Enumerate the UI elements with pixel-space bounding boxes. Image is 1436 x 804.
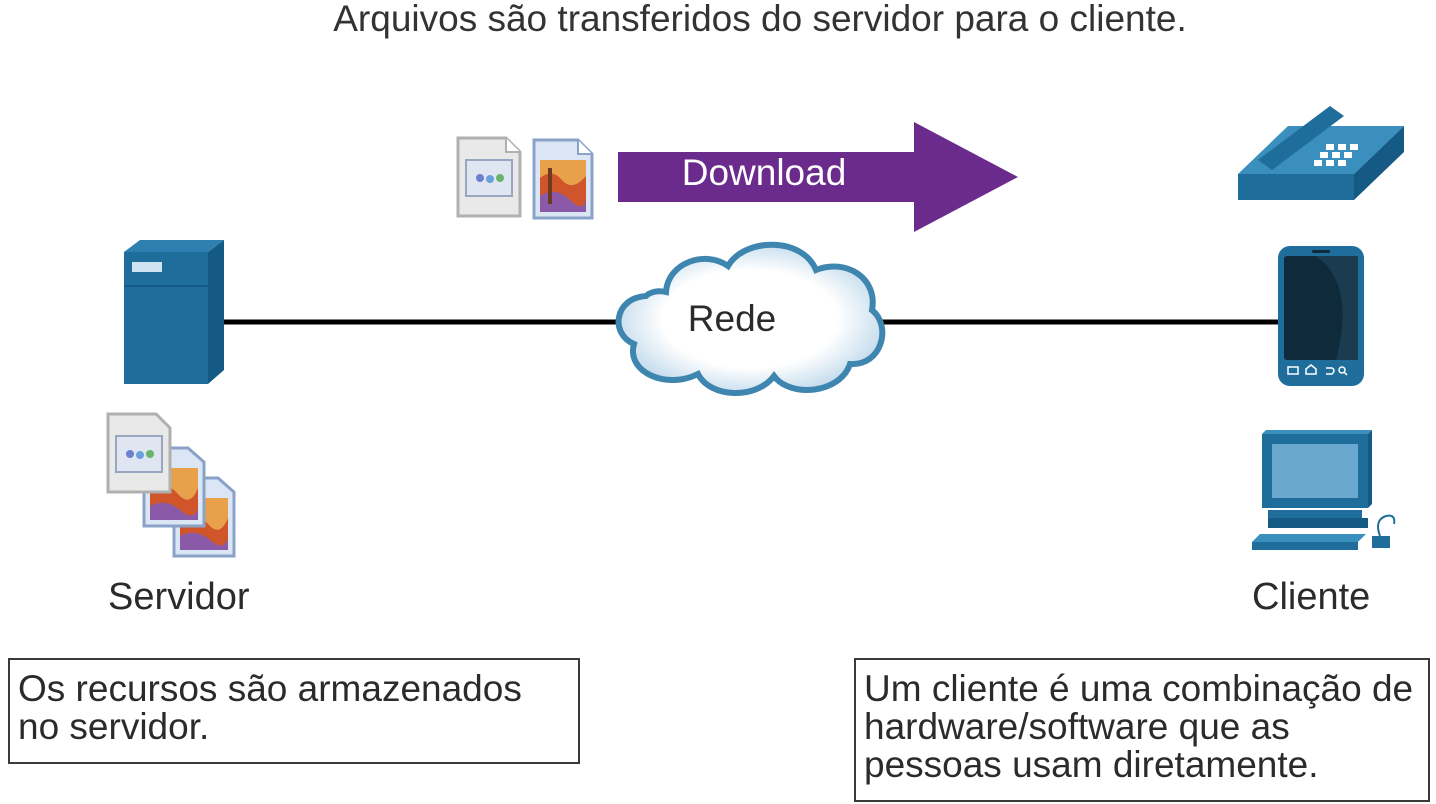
smartphone-icon [1278,246,1364,386]
download-arrow [618,122,1018,232]
network-cloud-icon [615,241,886,396]
network-label: Rede [687,298,777,339]
download-label: Download [681,152,847,193]
server-note-box: Os recursos são armazenados no servidor. [8,658,580,764]
diagram-title: Arquivos são transferidos do servidor pa… [333,0,1187,39]
ip-phone-icon [1238,106,1404,200]
desktop-computer-icon [1252,430,1396,550]
client-label: Cliente [1252,576,1371,618]
server-files-icon [106,412,236,558]
server-label: Servidor [108,576,250,618]
server-icon [124,240,224,384]
document-icon [456,136,594,220]
transfer-files [454,134,604,224]
client-note-box: Um cliente é uma combinação de hardware/… [854,658,1430,802]
